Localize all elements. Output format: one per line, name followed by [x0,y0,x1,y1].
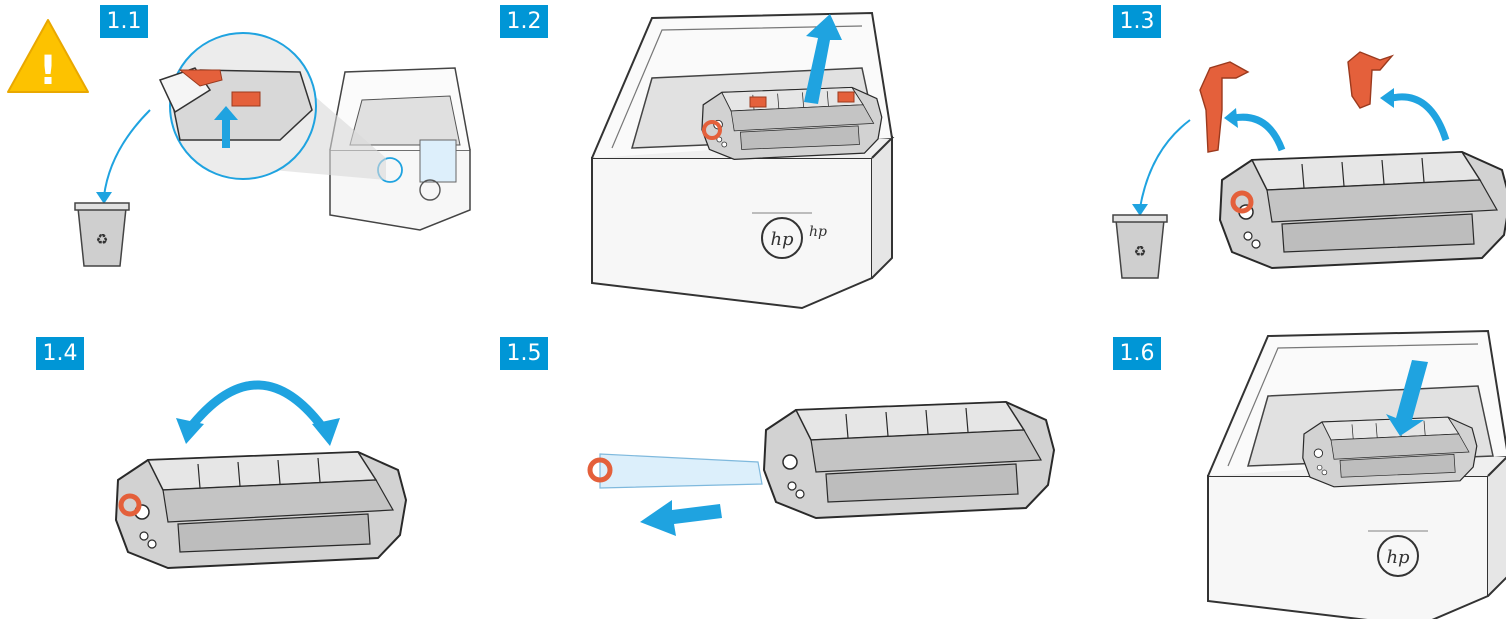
rock-arrow [186,380,330,435]
recycle-bin-icon [74,202,130,267]
cartridge-clips-removed [1219,151,1506,269]
remove-arrow-up [804,14,842,104]
step-badge-1-6: 1.6 [1113,337,1161,370]
step-badge-1-4: 1.4 [36,337,84,370]
orange-clip-right [1347,51,1395,109]
pull-arrow-left [640,500,722,536]
step-badge-1-3: 1.3 [1113,5,1161,38]
warning-icon: ! [7,19,89,94]
cartridge-seal [763,401,1055,519]
recycle-bin-icon-2 [1112,214,1168,279]
cartridge-insert [1302,416,1478,488]
discard-arrow [103,109,151,197]
cartridge-rock [115,451,407,569]
insert-arrow-down [1386,360,1428,436]
printer-open-lid [591,12,893,309]
step-badge-1-1: 1.1 [100,5,148,38]
step-badge-1-2: 1.2 [500,5,548,38]
svg-text:!: ! [39,48,57,94]
cartridge-in-printer [701,86,883,160]
lift-arrow [214,106,238,148]
zoom-magnifier [158,32,317,180]
step-badge-1-5: 1.5 [500,337,548,370]
hp-logo-1: hp [809,224,827,240]
orange-clip-left [1199,61,1250,153]
sealing-tape [599,453,763,489]
pull-tab [587,457,613,483]
